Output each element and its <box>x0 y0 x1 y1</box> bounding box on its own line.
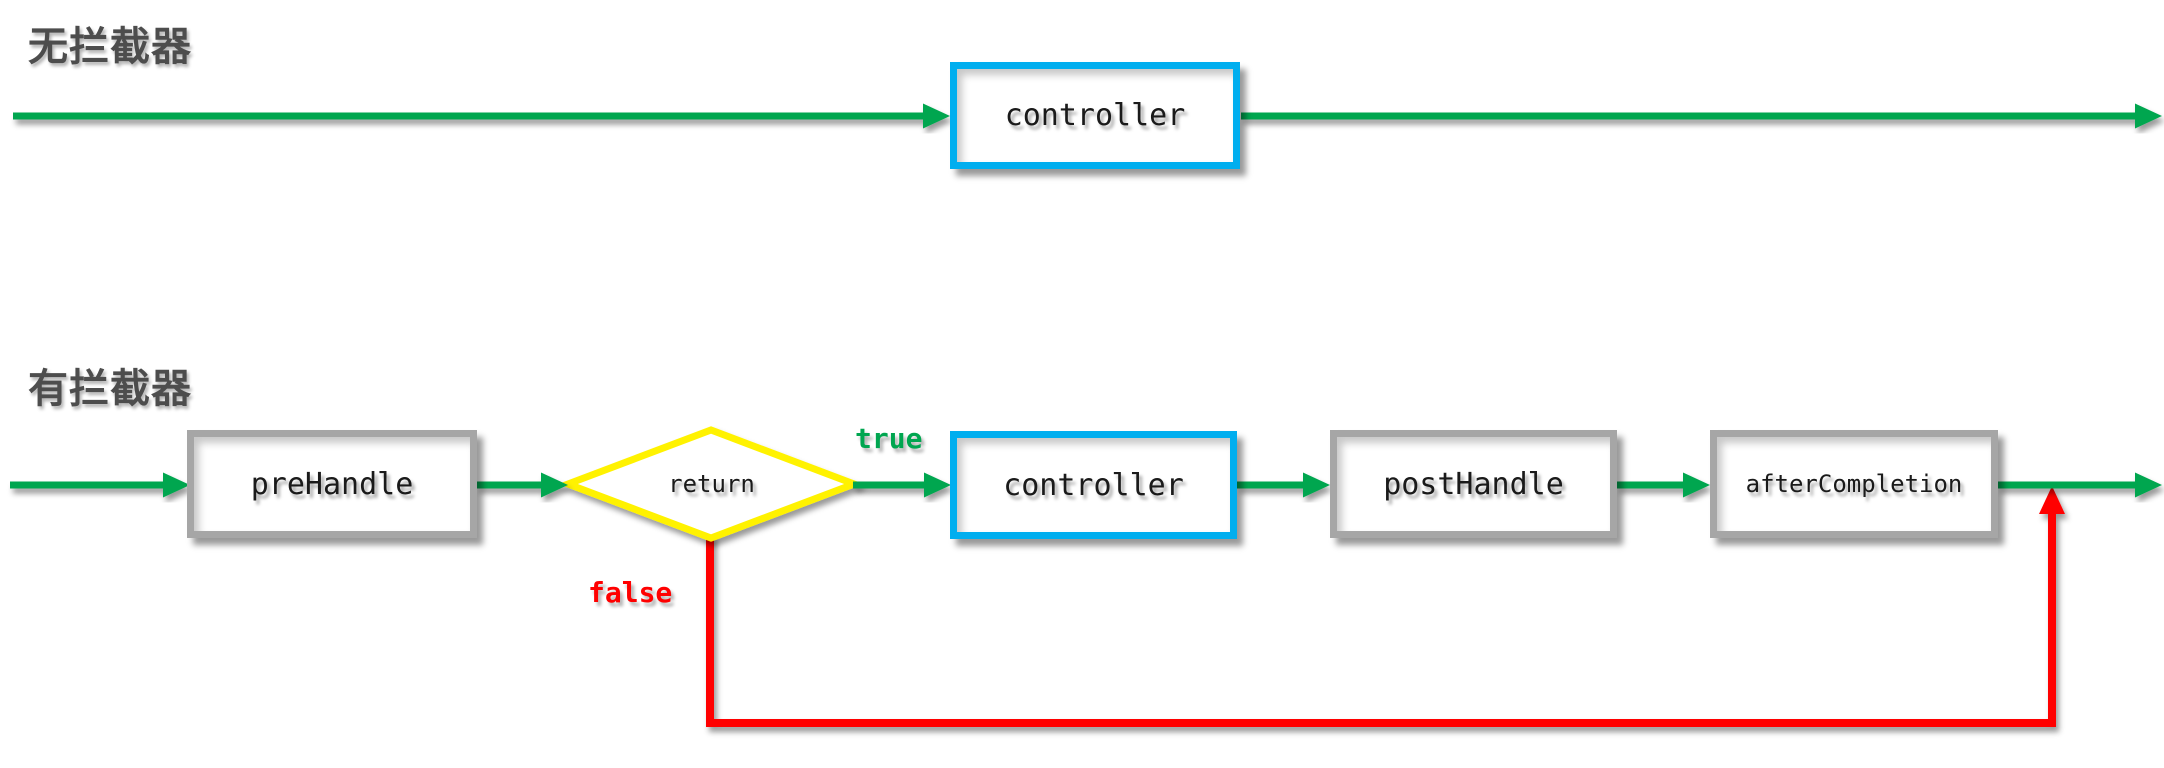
true-branch-label: true <box>855 422 923 455</box>
node-controller-label: controller <box>1003 467 1184 503</box>
node-controller-top-label: controller <box>1004 98 1186 133</box>
node-aftercompletion-label: afterCompletion <box>1745 470 1963 498</box>
arrowhead-into-controller-top-icon <box>923 103 950 129</box>
node-aftercompletion: afterCompletion <box>1710 430 1998 538</box>
arrowhead-into-posthandle-icon <box>1303 472 1330 498</box>
section-title-no-interceptor: 无拦截器 <box>28 25 192 69</box>
arrowhead-exit-bottom-icon <box>2135 472 2162 498</box>
node-posthandle: postHandle <box>1330 430 1617 538</box>
arrowhead-into-decision-icon <box>541 472 568 498</box>
arrowhead-into-controller-icon <box>924 472 951 498</box>
false-branch-line <box>706 502 2056 727</box>
node-prehandle: preHandle <box>187 430 477 538</box>
node-prehandle-label: preHandle <box>250 466 414 502</box>
node-posthandle-label: postHandle <box>1383 466 1564 502</box>
arrowhead-into-aftercompletion-icon <box>1683 472 1710 498</box>
node-controller-top: controller <box>950 62 1240 169</box>
node-controller: controller <box>950 431 1237 539</box>
decision-diamond <box>558 426 864 542</box>
false-branch-label: false <box>588 576 673 609</box>
arrowhead-exit-top-icon <box>2135 103 2162 129</box>
false-branch-arrowhead-icon <box>2039 486 2065 514</box>
section-title-with-interceptor: 有拦截器 <box>28 367 192 411</box>
arrowhead-into-prehandle-icon <box>163 472 190 498</box>
